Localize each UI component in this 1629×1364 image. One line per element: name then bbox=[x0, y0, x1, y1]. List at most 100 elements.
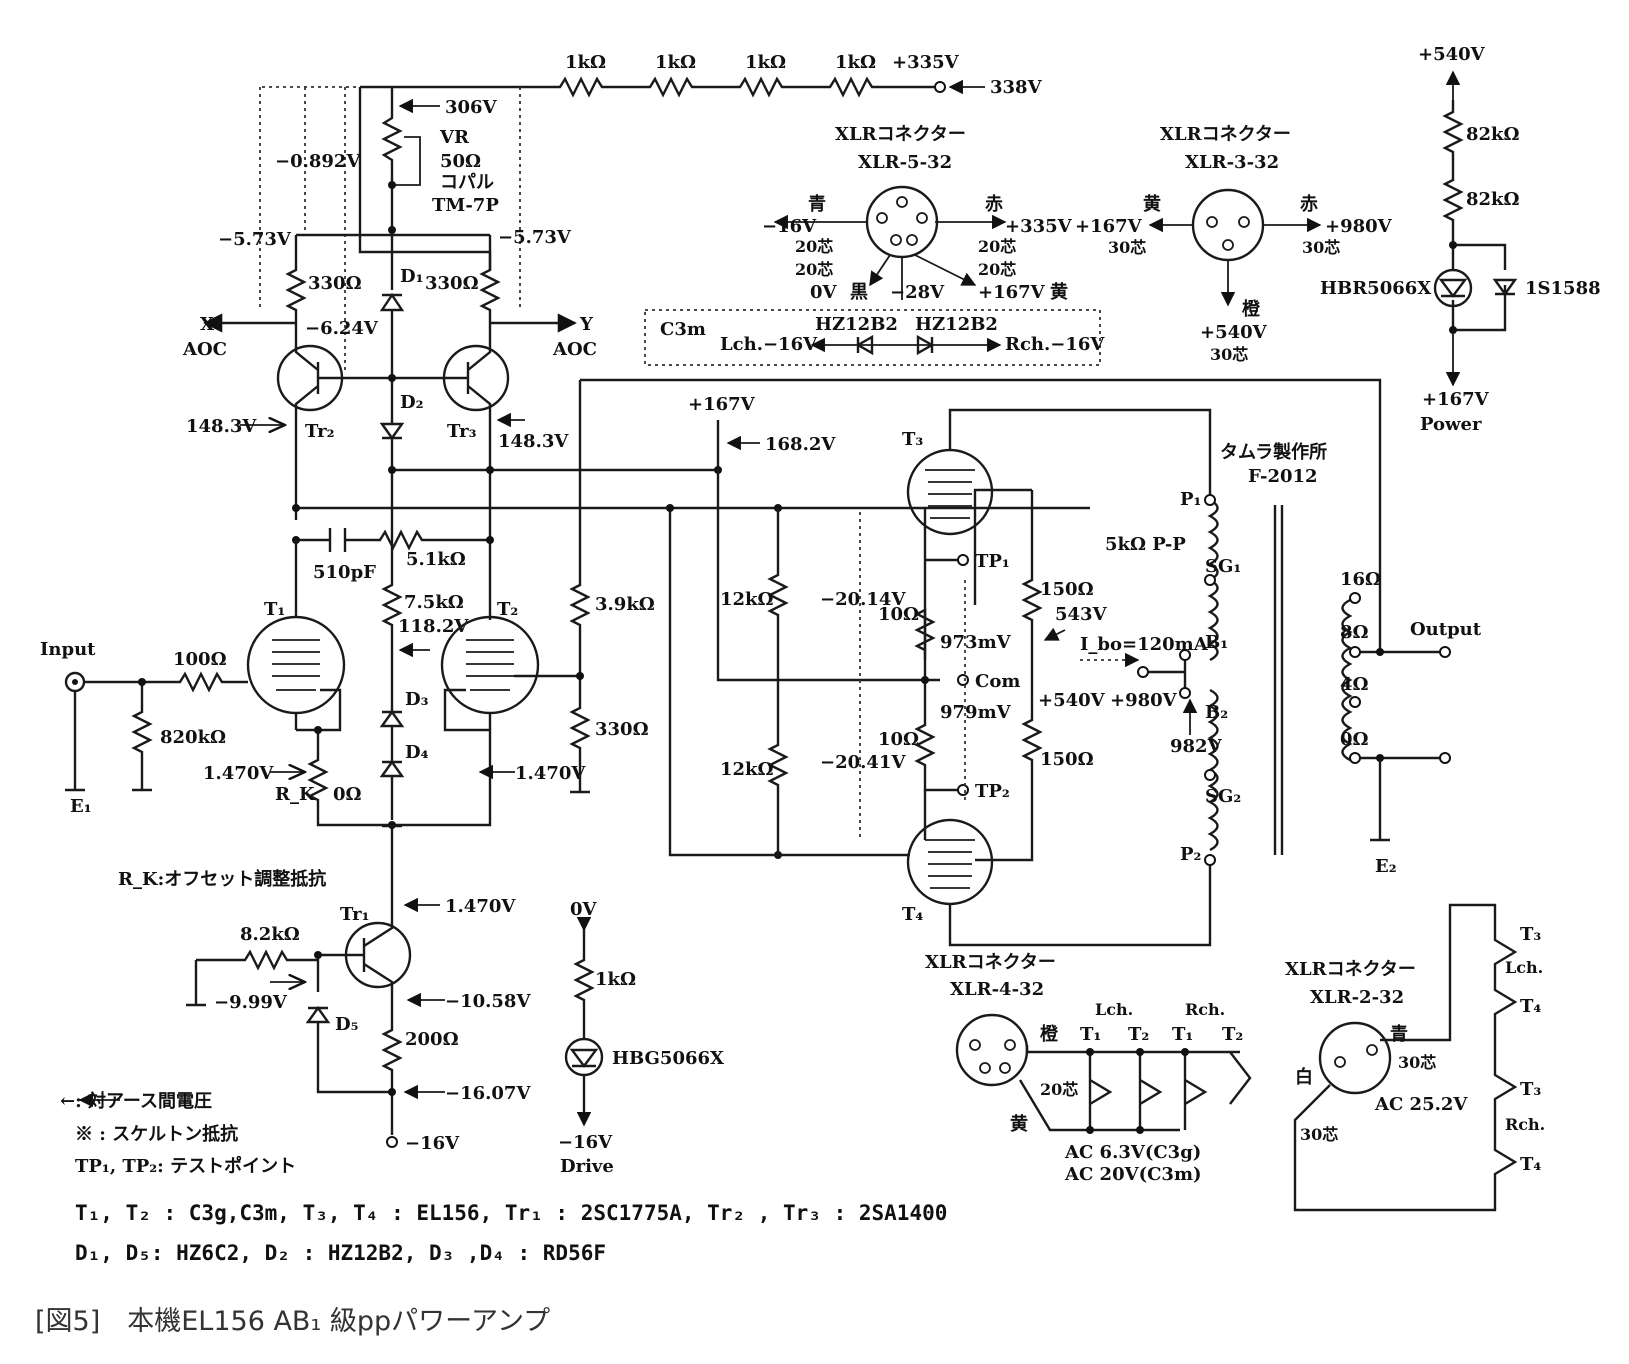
r150-top: 150Ω bbox=[1040, 579, 1094, 600]
legend-testpoint: TP₁, TP₂: テストポイント bbox=[75, 1155, 296, 1177]
v1483-left: 148.3V bbox=[186, 416, 257, 437]
b1-label: B₁ bbox=[1205, 632, 1228, 653]
xlr4-model: XLR-4-32 bbox=[950, 979, 1044, 1000]
v-624: −6.24V bbox=[305, 318, 379, 339]
drive-label: Drive bbox=[560, 1156, 614, 1177]
v979: 979mV bbox=[940, 702, 1012, 723]
xlr4-orange: 橙 bbox=[1040, 1023, 1059, 1045]
r82k: 8.2kΩ bbox=[240, 924, 300, 945]
output-stage: +167V 168.2V T₃ 12kΩ 12kΩ −20.14V −20.41… bbox=[666, 394, 1223, 947]
v540-out: +540V bbox=[1038, 690, 1106, 711]
xlr3-yellow: 黄 bbox=[1143, 193, 1161, 215]
power-label: Power bbox=[1420, 414, 1482, 435]
r330-right: 330Ω bbox=[425, 273, 479, 294]
c3m-label: C3m bbox=[660, 319, 706, 340]
tap-0: 0Ω bbox=[1340, 729, 1369, 750]
r100: 100Ω bbox=[173, 649, 227, 670]
xlr5-vm28: −28V bbox=[890, 282, 945, 303]
xlr5-v0: 0V bbox=[810, 282, 838, 303]
xlr3-core3: 30芯 bbox=[1210, 345, 1248, 364]
d1-label: D₁ bbox=[400, 266, 424, 287]
chain-r4: 1kΩ bbox=[835, 52, 876, 73]
legend-skeleton: ※ : スケルトン抵抗 bbox=[75, 1123, 238, 1145]
xlr4-t1b: T₁ bbox=[1172, 1024, 1193, 1045]
d3-label: D₃ bbox=[405, 689, 429, 710]
r39k: 3.9kΩ bbox=[595, 594, 655, 615]
xlr5-yellow: 黄 bbox=[1050, 281, 1068, 303]
y-label: Y bbox=[579, 314, 594, 335]
r150-bot: 150Ω bbox=[1040, 749, 1094, 770]
d2-label: D₂ bbox=[400, 392, 424, 413]
power-r82b: 82kΩ bbox=[1466, 189, 1520, 210]
r12k-top: 12kΩ bbox=[720, 589, 774, 610]
xlr2-white: 白 bbox=[1295, 1066, 1313, 1088]
r12k-bot: 12kΩ bbox=[720, 759, 774, 780]
xlr3-title: XLRコネクター bbox=[1160, 124, 1291, 145]
xlr2-lch: Lch. bbox=[1505, 958, 1543, 977]
xlr5-model: XLR-5-32 bbox=[858, 152, 952, 173]
chain-r3: 1kΩ bbox=[745, 52, 786, 73]
v1470-ccs: 1.470V bbox=[445, 896, 516, 917]
v1470-right: 1.470V bbox=[515, 763, 586, 784]
e2-label: E₂ bbox=[1375, 856, 1397, 877]
chain-v335: +335V bbox=[892, 52, 960, 73]
aoc-left: AOC bbox=[182, 339, 227, 360]
xlr2-title: XLRコネクター bbox=[1285, 959, 1416, 980]
xlr5-vm16: −16V bbox=[762, 216, 817, 237]
v1182: 118.2V bbox=[398, 616, 469, 637]
output-transformer: タムラ製作所 F-2012 5kΩ P-P P₁ SG₁ B₁ B₂ SG₂ P… bbox=[1105, 441, 1482, 877]
e1-label: E₁ bbox=[70, 796, 92, 817]
power-r82a: 82kΩ bbox=[1466, 124, 1520, 145]
xlr2-core2: 30芯 bbox=[1300, 1125, 1338, 1144]
xlr3-connector: XLRコネクター XLR-3-32 黄 赤 +167V +980V 30芯 30… bbox=[1075, 124, 1393, 364]
xlr5-red: 赤 bbox=[985, 194, 1003, 215]
sg1-label: SG₁ bbox=[1205, 556, 1241, 577]
xlr2-rch: Rch. bbox=[1505, 1115, 1545, 1134]
xlr5-core4: 20芯 bbox=[978, 260, 1016, 279]
v2041: −20.41V bbox=[820, 752, 906, 773]
driver-stage: −0.892V −5.73V −5.73V 330Ω 330Ω D₁ X AOC… bbox=[182, 86, 597, 560]
com-label: Com bbox=[975, 671, 1020, 692]
xlr2-ac252: AC 25.2V bbox=[1374, 1094, 1468, 1115]
rk-label: R_K bbox=[275, 784, 316, 805]
xlr5-core2: 20芯 bbox=[978, 237, 1016, 256]
xfmr-maker: タムラ製作所 bbox=[1220, 441, 1327, 463]
xlr3-core1: 30芯 bbox=[1108, 238, 1146, 257]
top-resistor-chain: 1kΩ 1kΩ 1kΩ 1kΩ +335V 338V 306V VR 50Ω コ… bbox=[358, 52, 1043, 270]
xlr3-red: 赤 bbox=[1300, 194, 1318, 215]
xlr2-core1: 30芯 bbox=[1398, 1053, 1436, 1072]
x-label: X bbox=[200, 314, 214, 335]
rk-note: R_K:オフセット調整抵抗 bbox=[118, 868, 326, 890]
v1470-left: 1.470V bbox=[203, 763, 274, 784]
v543: 543V bbox=[1055, 604, 1108, 625]
xlr5-core1: 20芯 bbox=[795, 237, 833, 256]
v999: −9.99V bbox=[214, 992, 288, 1013]
out-v167: +167V bbox=[688, 394, 756, 415]
tp1-label: TP₁ bbox=[975, 551, 1010, 572]
v-0892: −0.892V bbox=[275, 151, 361, 172]
tap-4: 4Ω bbox=[1340, 674, 1369, 695]
b2-label: B₂ bbox=[1205, 702, 1228, 723]
xlr5-connector: XLRコネクター XLR-5-32 青 赤 −16V +335V 20芯 20芯… bbox=[762, 124, 1073, 303]
v1483-right: 148.3V bbox=[498, 431, 569, 452]
drive-vm16: −16V bbox=[558, 1132, 613, 1153]
vr-maker: コパル bbox=[440, 172, 494, 193]
power-led: HBR5066X bbox=[1320, 278, 1431, 299]
output-label: Output bbox=[1410, 619, 1482, 640]
parts-line-1: T₁, T₂ : C3g,C3m, T₃, T₄ : EL156, Tr₁ : … bbox=[75, 1201, 947, 1225]
xlr4-connector: XLRコネクター XLR-4-32 橙 20芯 黄 Lch. Rch. T₁ T… bbox=[925, 952, 1252, 1185]
xfmr-impedance: 5kΩ P-P bbox=[1105, 534, 1186, 555]
xlr3-v540: +540V bbox=[1200, 322, 1268, 343]
vr-part: TM-7P bbox=[432, 195, 499, 216]
p1-label: P₁ bbox=[1180, 489, 1201, 510]
xlr5-title: XLRコネクター bbox=[835, 124, 966, 145]
ccs-stage: R_K:オフセット調整抵抗 Tr₁ 1.470V 8.2kΩ −9.99V D₅… bbox=[118, 850, 531, 1154]
out-v1682: 168.2V bbox=[765, 434, 836, 455]
r10-bot: 10Ω bbox=[878, 729, 919, 750]
xlr4-ac20: AC 20V(C3m) bbox=[1064, 1164, 1202, 1185]
t4-label: T₄ bbox=[902, 904, 923, 925]
v973: 973mV bbox=[940, 632, 1012, 653]
legend-arrow: ←: 対アース間電圧 bbox=[60, 1090, 212, 1112]
chain-r1: 1kΩ bbox=[565, 52, 606, 73]
xlr3-v167: +167V bbox=[1075, 216, 1143, 237]
